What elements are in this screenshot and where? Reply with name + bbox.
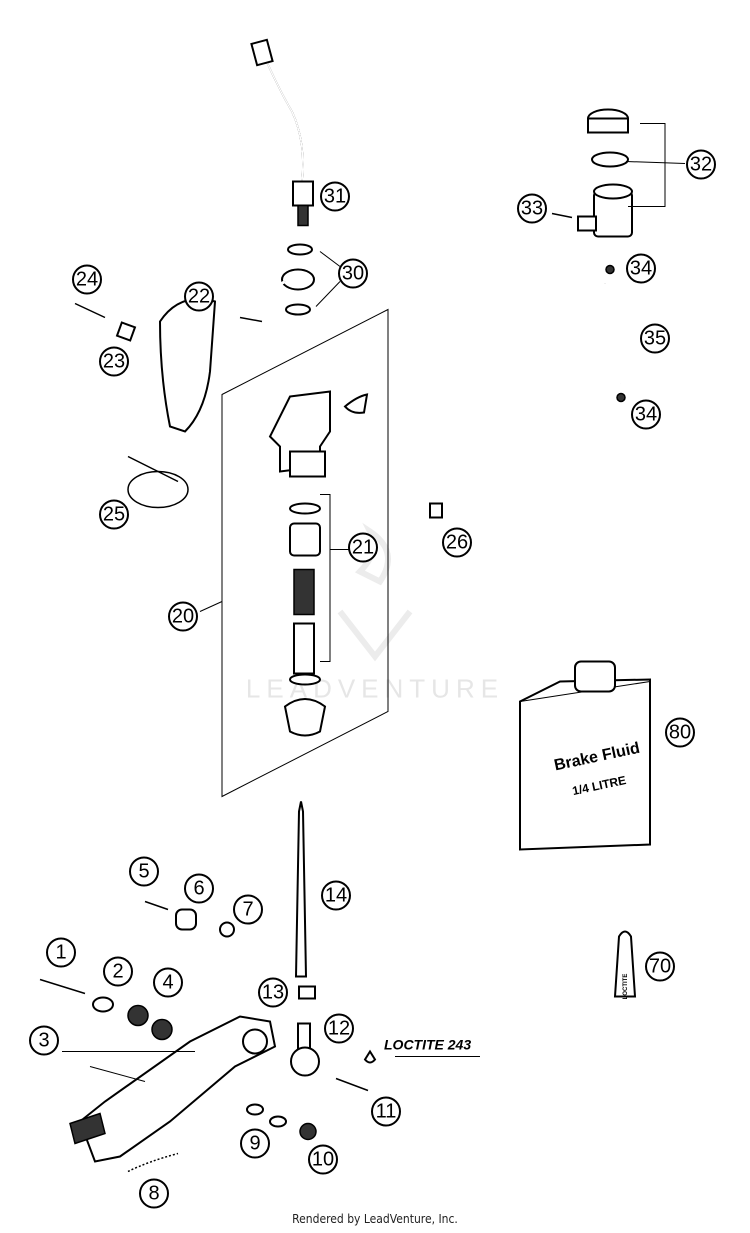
callout-1-text: 1 bbox=[55, 942, 66, 964]
watermark: LEADVENTURE bbox=[246, 522, 504, 704]
clevis bbox=[290, 1022, 320, 1077]
loctite-drop bbox=[363, 1049, 377, 1064]
bushing-6 bbox=[175, 908, 197, 931]
callout-23: 23 bbox=[99, 346, 129, 377]
brake-fluid-can: Brake Fluid 1/4 LITRE bbox=[519, 660, 651, 851]
callout-24: 24 bbox=[72, 264, 102, 295]
callout-11-text: 11 bbox=[376, 1101, 397, 1123]
pivot-bolt bbox=[335, 1077, 369, 1092]
callout-14: 14 bbox=[321, 880, 351, 911]
callout-8: 8 bbox=[139, 1178, 169, 1209]
washer-9a bbox=[246, 1103, 264, 1116]
banjo-bolt-assembly bbox=[239, 243, 315, 323]
callout-21-text: 21 bbox=[352, 537, 374, 559]
callout-80-text: 80 bbox=[669, 722, 691, 744]
brake-light-switch bbox=[250, 38, 314, 227]
push-rod bbox=[294, 801, 316, 1000]
guard-bolt bbox=[74, 302, 106, 319]
master-cylinder-internals bbox=[283, 494, 331, 737]
callout-33-text: 33 bbox=[521, 198, 543, 220]
master-cylinder-body bbox=[268, 390, 369, 478]
callout-34-bottom: 34 bbox=[631, 399, 661, 430]
leader-lines bbox=[62, 123, 686, 1082]
footer-credit: Rendered by LeadVenture, Inc. bbox=[292, 1212, 458, 1226]
callout-6: 6 bbox=[184, 873, 214, 904]
callout-34-top-text: 34 bbox=[630, 258, 652, 280]
bolt-5 bbox=[144, 900, 169, 911]
loctite-243-label: LOCTITE 243 bbox=[384, 1037, 471, 1053]
callout-22: 22 bbox=[184, 281, 214, 312]
callout-24-text: 24 bbox=[76, 269, 98, 291]
tube-label: LOCTITE bbox=[623, 974, 629, 1000]
brake-pedal bbox=[69, 1015, 277, 1163]
callout-13: 13 bbox=[258, 977, 288, 1008]
callout-2: 2 bbox=[103, 956, 133, 987]
callout-12: 12 bbox=[324, 1013, 354, 1044]
guard-nut bbox=[115, 321, 137, 342]
callout-30: 30 bbox=[338, 258, 368, 289]
callout-5: 5 bbox=[129, 856, 159, 887]
bearing-4a bbox=[127, 1004, 149, 1027]
nut-7 bbox=[219, 921, 235, 938]
callout-25: 25 bbox=[99, 499, 129, 530]
washer-9b bbox=[269, 1115, 287, 1128]
callout-30-text: 30 bbox=[342, 263, 364, 285]
return-spring bbox=[127, 1152, 179, 1173]
exploded-view-frame bbox=[221, 308, 389, 798]
washer-2 bbox=[92, 996, 114, 1013]
bearing-4b bbox=[151, 1018, 173, 1041]
callout-2-text: 2 bbox=[112, 961, 123, 983]
callout-34-top: 34 bbox=[626, 253, 656, 284]
callout-31: 31 bbox=[320, 181, 350, 212]
callout-10-text: 10 bbox=[312, 1149, 334, 1171]
callout-70-text: 70 bbox=[649, 956, 671, 978]
callout-26: 26 bbox=[442, 527, 472, 558]
callout-9-text: 9 bbox=[249, 1133, 260, 1155]
callout-33: 33 bbox=[517, 193, 547, 224]
master-cylinder-guard bbox=[158, 298, 217, 433]
callout-34-bottom-text: 34 bbox=[635, 404, 657, 426]
cable-tie bbox=[127, 455, 189, 509]
callout-7: 7 bbox=[233, 894, 263, 925]
loctite-tube: LOCTITE bbox=[613, 930, 637, 1000]
hose-clip bbox=[429, 502, 443, 519]
callout-3: 3 bbox=[29, 1025, 59, 1056]
callout-32-text: 32 bbox=[690, 154, 712, 176]
callout-20-text: 20 bbox=[172, 606, 194, 628]
callout-12-text: 12 bbox=[328, 1018, 350, 1040]
callout-7-text: 7 bbox=[242, 899, 253, 921]
callout-4: 4 bbox=[153, 967, 183, 998]
callout-9: 9 bbox=[240, 1128, 270, 1159]
callout-26-text: 26 bbox=[446, 532, 468, 554]
brake-fluid-reservoir bbox=[551, 108, 633, 238]
callout-13-text: 13 bbox=[262, 982, 284, 1004]
callout-21: 21 bbox=[348, 532, 378, 563]
callout-23-text: 23 bbox=[103, 351, 125, 373]
callout-70: 70 bbox=[645, 951, 675, 982]
callout-8-text: 8 bbox=[148, 1183, 159, 1205]
callout-22-text: 22 bbox=[188, 286, 210, 308]
callout-14-text: 14 bbox=[325, 885, 347, 907]
callout-31-text: 31 bbox=[324, 186, 346, 208]
callout-25-text: 25 bbox=[103, 504, 125, 526]
bolt-1 bbox=[39, 978, 86, 995]
callout-80: 80 bbox=[665, 717, 695, 748]
callout-3-text: 3 bbox=[38, 1030, 49, 1052]
callout-1: 1 bbox=[46, 937, 76, 968]
reservoir-hose bbox=[603, 264, 626, 403]
callout-11: 11 bbox=[371, 1096, 401, 1127]
watermark-text: LEADVENTURE bbox=[246, 674, 504, 704]
callout-32: 32 bbox=[686, 149, 716, 180]
callout-20: 20 bbox=[168, 601, 198, 632]
callout-6-text: 6 bbox=[193, 878, 204, 900]
callout-35-text: 35 bbox=[644, 328, 666, 350]
callout-35: 35 bbox=[640, 323, 670, 354]
callout-5-text: 5 bbox=[138, 861, 149, 883]
callout-4-text: 4 bbox=[162, 972, 173, 994]
callout-10: 10 bbox=[308, 1144, 338, 1175]
nut-10 bbox=[299, 1122, 317, 1141]
